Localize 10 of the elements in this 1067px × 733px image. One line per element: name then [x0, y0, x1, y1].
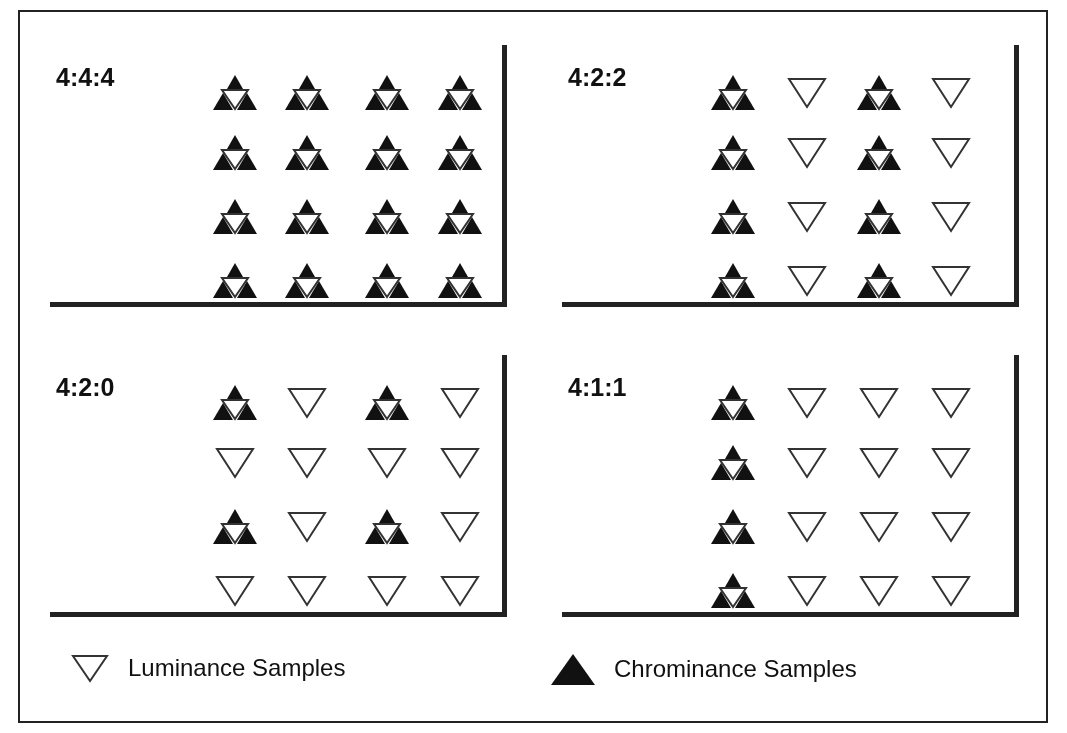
format-label: 4:2:0 [56, 373, 115, 402]
sampling-grid-panel [562, 45, 1019, 307]
sampling-grid-panel [562, 355, 1019, 617]
sampling-grid-panel [50, 45, 507, 307]
sampling-grid-panel [50, 355, 507, 617]
legend-text: Chrominance Samples [614, 655, 857, 683]
format-label: 4:1:1 [568, 373, 627, 402]
format-label: 4:2:2 [568, 63, 627, 92]
format-label: 4:4:4 [56, 63, 115, 92]
legend-text: Luminance Samples [128, 654, 346, 682]
